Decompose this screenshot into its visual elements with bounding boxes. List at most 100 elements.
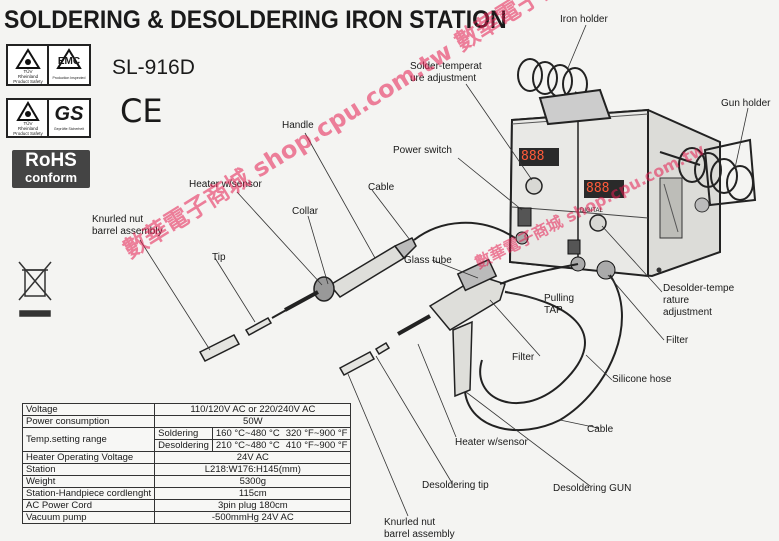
label-line: TAP: [544, 305, 563, 316]
label-handle: Handle: [282, 120, 314, 131]
emc-logo: EMC Production Inspected: [47, 44, 91, 86]
label-line: Desolder-tempe: [663, 283, 735, 294]
gun-connector: [596, 260, 616, 280]
label-line: rature: [663, 295, 690, 306]
label-pulling-tap: Pulling TAP: [544, 293, 574, 317]
spec-value-f: 320 °F~900 °F: [282, 427, 352, 440]
spec-value-c: 160 °C~480 °C: [211, 427, 283, 440]
label-desoldering-tip: Desoldering tip: [422, 480, 489, 491]
desoldering-tip-part: [338, 341, 391, 377]
spec-label: Voltage: [21, 403, 156, 416]
label-tip: Tip: [212, 252, 226, 263]
iron-cable: [413, 221, 516, 241]
spec-value-f: 410 °F~900 °F: [282, 439, 352, 452]
label-filter-right: Filter: [666, 335, 689, 346]
spec-label: Weight: [21, 475, 156, 488]
leader-lines: [139, 24, 749, 517]
power-switch[interactable]: [517, 207, 532, 227]
label-line: ure adjustment: [410, 73, 477, 84]
soldering-display: [519, 148, 559, 166]
label-line: barrel assembly: [92, 226, 163, 237]
spec-label: AC Power Cord: [21, 499, 156, 512]
label-silicone-hose: Silicone hose: [612, 374, 672, 385]
solder-temp-knob[interactable]: [525, 177, 543, 195]
label-line: adjustment: [663, 307, 712, 318]
label-line: Pulling: [544, 293, 575, 304]
tuv-text: TÜV: [23, 69, 33, 74]
spec-label: Station-Handpiece cordlenght: [21, 487, 156, 500]
tuv-text: Product Safety: [13, 131, 43, 136]
label-collar: Collar: [292, 206, 319, 217]
model-number: SL-916D: [112, 56, 195, 79]
rohs-logo: RoHS conform: [12, 150, 90, 188]
emc-text: EMC: [57, 56, 81, 67]
gs-text: GS: [54, 103, 84, 125]
spec-value: 24V AC: [154, 451, 352, 464]
tuv-text: Product Safety: [13, 79, 43, 84]
gun-holder-coil: [659, 138, 757, 207]
spec-label: Vacuum pump: [21, 511, 156, 524]
rohs-text: RoHS: [25, 150, 77, 171]
desolder-temp-knob[interactable]: [589, 214, 607, 232]
weee-bin-icon: [18, 261, 52, 317]
spec-value-c: 210 °C~480 °C: [211, 439, 283, 452]
desoldering-display: [584, 180, 624, 198]
emc-caption: Production Inspected: [52, 76, 86, 80]
label-line: Solder-temperat: [410, 61, 482, 72]
iron-holder-coil: [517, 58, 612, 126]
emc-triangle-icon: [56, 48, 82, 69]
tuv-text: Rheinland: [17, 126, 39, 131]
label-heater-sensor-top: Heater w/sensor: [189, 179, 262, 190]
label-desolder-temp-adj: Desolder-tempe rature adjustment: [663, 283, 734, 319]
table-row: Desoldering 210 °C~480 °C 410 °F~900 °F: [23, 439, 352, 452]
spec-label: Temp.setting range: [21, 427, 156, 452]
table-row: Temp.setting range Soldering 160 °C~480 …: [21, 427, 352, 452]
soldering-display-text: 888: [521, 149, 545, 164]
label-knurled-nut-top: Knurled nut barrel assembly: [92, 214, 163, 238]
rohs-conform-text: conform: [25, 170, 77, 185]
spec-value: 3pin plug 180cm: [154, 499, 352, 512]
tuv-text: TÜV: [23, 121, 33, 126]
tuv-triangle-icon: [15, 48, 41, 69]
spec-value: L218:W176:H145(mm): [154, 463, 352, 476]
page-title: SOLDERING & DESOLDERING IRON STATION: [4, 6, 507, 34]
label-filter-gun: Filter: [512, 352, 535, 363]
spec-label: Station: [21, 463, 156, 476]
label-line: Knurled nut: [92, 214, 144, 225]
label-iron-holder: Iron holder: [560, 14, 608, 25]
label-line: Knurled nut: [384, 517, 436, 528]
ce-mark: CE: [120, 92, 163, 130]
panel-brand: DIGITAL: [580, 208, 603, 214]
gs-logo: GS Geprüfte Sicherheit: [47, 98, 91, 138]
spec-value: 50W: [154, 415, 352, 428]
label-heater-sensor-bottom: Heater w/sensor: [455, 437, 528, 448]
aux-switch[interactable]: [567, 239, 581, 255]
label-knurled-nut-bottom: Knurled nut barrel assembly: [384, 517, 455, 541]
gs-caption: Geprüfte Sicherheit: [53, 127, 85, 131]
tip-part: [244, 316, 273, 337]
table-row: Vacuum pump-500mmHg 24V AC: [21, 511, 352, 524]
label-line: barrel assembly: [384, 529, 455, 540]
label-solder-temp-adj: Solder-temperat ure adjustment: [410, 61, 482, 85]
spec-sublabel: Soldering: [154, 427, 213, 440]
desoldering-gun: [397, 258, 506, 398]
label-cable-top: Cable: [368, 182, 395, 193]
tuv-product-safety-logo: TÜV Rheinland Product Safety: [6, 44, 50, 86]
tuv-triangle-icon: [16, 101, 40, 121]
label-cable-bottom: Cable: [587, 424, 614, 435]
spec-label: Power consumption: [21, 415, 156, 428]
spec-value: 5300g: [154, 475, 352, 488]
silicone-hose: [479, 291, 586, 404]
desoldering-display-text: 888: [586, 181, 610, 196]
spec-value: 115cm: [154, 487, 352, 500]
vacuum-hose: [499, 263, 579, 285]
